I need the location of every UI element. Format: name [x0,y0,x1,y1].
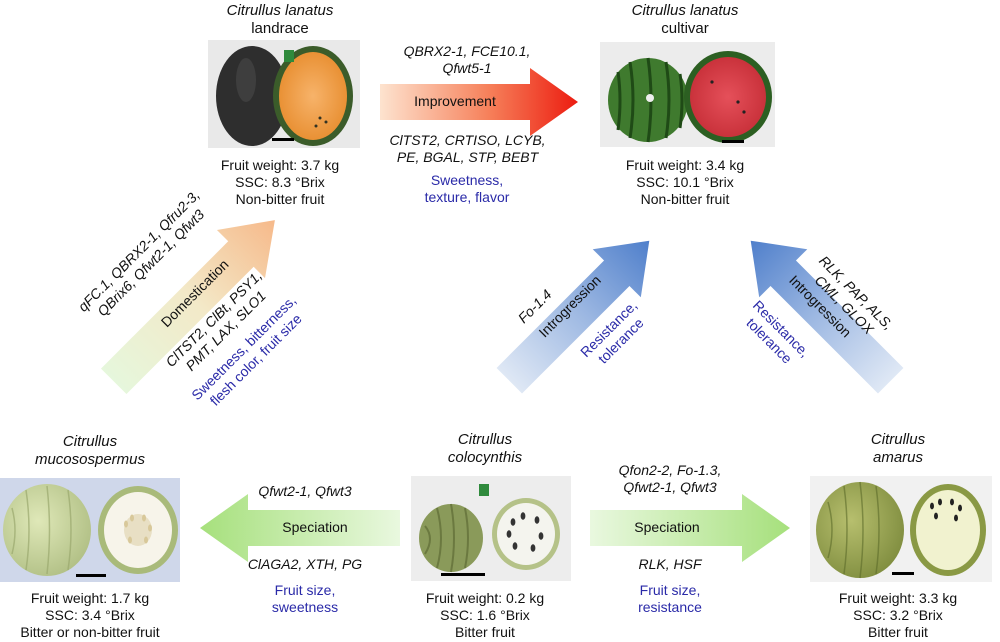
speciation-right-bottom-genes: RLK, HSF [638,556,702,572]
speciation-left-bottom-genes: ClAGA2, XTH, PG [247,556,363,572]
landrace-subtitle: landrace [251,20,309,37]
domestication-arrow [100,220,275,395]
speciation-right-traits: Fruit size, resistance [575,582,765,616]
improvement-traits: Sweetness, texture, flavor [372,172,562,206]
amarus-photo [810,476,992,582]
landrace-name: Citrullus lanatus [190,2,370,20]
amarus-bitterness: Bitter fruit [868,624,928,640]
speciation-right-traits-line1: Fruit size, [639,582,701,598]
landrace-ssc: SSC: 8.3 °Brix [235,174,325,190]
improvement-top-genes-line2: Qfwt5-1 [442,60,492,76]
mucosospermus-name-line2: mucosospermus [34,451,146,468]
landrace-bitterness: Non-bitter fruit [235,191,325,207]
improvement-label: Improvement [414,93,496,109]
cultivar-ssc: SSC: 10.1 °Brix [636,174,734,190]
cultivar-weight: Fruit weight: 3.4 kg [625,157,745,173]
cultivar-traits: Fruit weight: 3.4 kg SSC: 10.1 °Brix Non… [595,157,775,208]
speciation-left-traits: Fruit size, sweetness [215,582,395,616]
amarus-ssc: SSC: 3.2 °Brix [853,607,943,623]
mucosospermus-photo [0,478,180,582]
landrace-weight: Fruit weight: 3.7 kg [220,157,340,173]
landrace-traits: Fruit weight: 3.7 kg SSC: 8.3 °Brix Non-… [190,157,370,208]
improvement-bottom-genes: ClTST2, CRTISO, LCYB, PE, BGAL, STP, BEB… [365,132,570,166]
speciation-left-top-genes: Qfwt2-1, Qfwt3 [258,483,352,499]
cultivar-photo [600,42,775,147]
mucosospermus-ssc: SSC: 3.4 °Brix [45,607,135,623]
improvement-traits-line2: texture, flavor [424,189,510,205]
cultivar-name: Citrullus lanatus [631,2,739,19]
colocynthis-traits: Fruit weight: 0.2 kg SSC: 1.6 °Brix Bitt… [395,590,575,641]
speciation-left-traits-line1: Fruit size, [274,582,336,598]
improvement-arrow [380,68,578,136]
improvement-traits-line1: Sweetness, [430,172,504,188]
improvement-top-genes-line1: QBRX2-1, FCE10.1, [403,43,531,59]
improvement-bottom-genes-line2: PE, BGAL, STP, BEBT [396,149,539,165]
mucosospermus-name-line1: Citrullus [62,433,118,450]
speciation-left-label: Speciation [282,519,348,535]
cultivar-subtitle: cultivar [661,20,709,37]
speciation-left-traits-line2: sweetness [271,599,339,615]
colocynthis-ssc: SSC: 1.6 °Brix [440,607,530,623]
mucosospermus-traits: Fruit weight: 1.7 kg SSC: 3.4 °Brix Bitt… [0,590,180,641]
speciation-left-arrow [200,494,400,562]
amarus-traits: Fruit weight: 3.3 kg SSC: 3.2 °Brix Bitt… [808,590,988,641]
introgression-right-arrow [750,240,904,394]
colocynthis-photo [411,476,571,581]
landrace-photo [208,40,360,148]
speciation-right-label: Speciation [634,519,700,535]
colocynthis-name-line1: Citrullus [457,431,513,448]
introgression-left-arrow [496,240,650,394]
speciation-right-traits-line2: resistance [638,599,702,615]
speciation-right-top-genes-line2: Qfwt2-1, Qfwt3 [623,479,717,495]
improvement-top-genes: QBRX2-1, FCE10.1, Qfwt5-1 [372,43,562,77]
amarus-name-line1: Citrullus [870,431,926,448]
cultivar-bitterness: Non-bitter fruit [640,191,730,207]
mucosospermus-bitterness: Bitter or non-bitter fruit [20,624,160,640]
colocynthis-name-line2: colocynthis [447,449,523,466]
landrace-name-line1: Citrullus lanatus [226,2,334,19]
colocynthis-bitterness: Bitter fruit [455,624,515,640]
colocynthis-weight: Fruit weight: 0.2 kg [425,590,545,606]
speciation-right-top-genes: Qfon2-2, Fo-1.3, Qfwt2-1, Qfwt3 [575,462,765,496]
improvement-bottom-genes-line1: ClTST2, CRTISO, LCYB, [389,132,546,148]
amarus-name-line2: amarus [872,449,924,466]
amarus-weight: Fruit weight: 3.3 kg [838,590,958,606]
mucosospermus-weight: Fruit weight: 1.7 kg [30,590,150,606]
speciation-right-arrow [590,494,790,562]
speciation-right-top-genes-line1: Qfon2-2, Fo-1.3, [618,462,722,478]
